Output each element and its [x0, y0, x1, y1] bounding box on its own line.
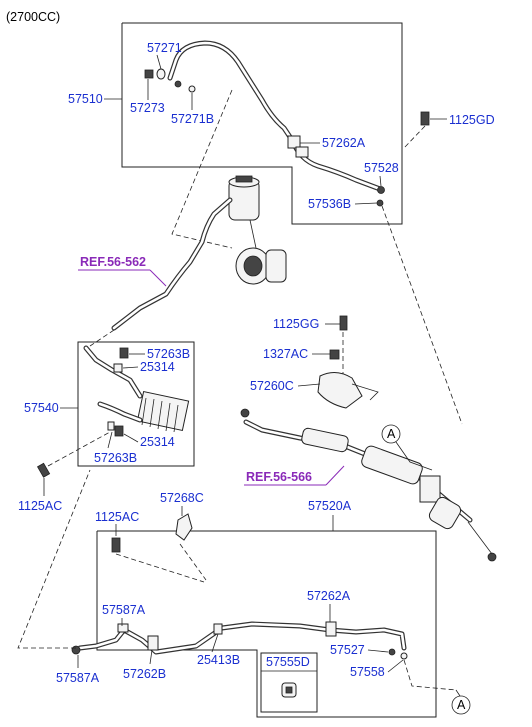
label-57555d: 57555D: [266, 655, 310, 669]
label-25413b: 25413B: [197, 653, 240, 667]
label-57262a-bottom: 57262A: [307, 589, 351, 603]
bolt-1125ac-left: [36, 462, 51, 478]
hose-assembly-box-57510: [121, 22, 403, 225]
label-1125ac-left: 1125AC: [18, 499, 62, 513]
nut-1327ac: [329, 349, 340, 360]
bolt-1125gd: [420, 111, 430, 126]
reservoir: [228, 175, 260, 221]
clip-57271b: [174, 80, 196, 93]
bracket-57268c: [175, 513, 193, 541]
engine-variant-header: (2700CC): [6, 10, 60, 24]
label-57587a-bottom: 57587A: [56, 671, 100, 685]
oil-cooler-box-57540: [77, 341, 195, 467]
inset-box-57555d: [260, 652, 318, 713]
label-57262a-top: 57262A: [322, 136, 366, 150]
label-1125ac-mid: 1125AC: [95, 510, 139, 524]
label-57273: 57273: [130, 101, 165, 115]
o-ring-57271: [156, 68, 166, 80]
bolt-1125ac-mid: [111, 537, 121, 553]
label-57540: 57540: [24, 401, 59, 415]
callout-a-top: A: [381, 424, 433, 471]
gear-box-bracket: [317, 372, 379, 409]
return-hose: [71, 621, 408, 660]
label-57528: 57528: [364, 161, 399, 175]
reference-56-566: REF.56-566: [246, 470, 312, 484]
bolt-1125gg: [339, 315, 348, 331]
label-57587a-top: 57587A: [102, 603, 146, 617]
label-57263b-top: 57263B: [147, 347, 190, 361]
suction-hose: [111, 197, 233, 331]
label-57520a: 57520A: [308, 499, 352, 513]
reference-56-562: REF.56-562: [80, 255, 146, 269]
label-57510: 57510: [68, 92, 103, 106]
label-1125gd: 1125GD: [449, 113, 495, 127]
callout-a-bottom: A: [451, 689, 471, 715]
callout-a-bottom-label: A: [457, 698, 466, 712]
label-57536b: 57536B: [308, 197, 351, 211]
return-hose-box-57520a: [96, 530, 437, 718]
label-57262b: 57262B: [123, 667, 166, 681]
label-57263b-bottom: 57263B: [94, 451, 137, 465]
label-57271: 57271: [147, 41, 182, 55]
label-25314-bottom: 25314: [140, 435, 175, 449]
steering-gear-assembly: [240, 408, 497, 562]
label-57558: 57558: [350, 665, 385, 679]
bolt-57273: [144, 69, 154, 79]
label-1125gg: 1125GG: [273, 317, 319, 331]
label-1327ac: 1327AC: [263, 347, 308, 361]
oil-cooler: [83, 345, 190, 437]
label-57260c: 57260C: [250, 379, 294, 393]
label-57527: 57527: [330, 643, 365, 657]
label-57268c: 57268C: [160, 491, 204, 505]
label-57271b: 57271B: [171, 112, 214, 126]
callout-a-top-label: A: [387, 427, 396, 441]
power-steering-pump: [235, 219, 287, 285]
label-25314-top: 25314: [140, 360, 175, 374]
